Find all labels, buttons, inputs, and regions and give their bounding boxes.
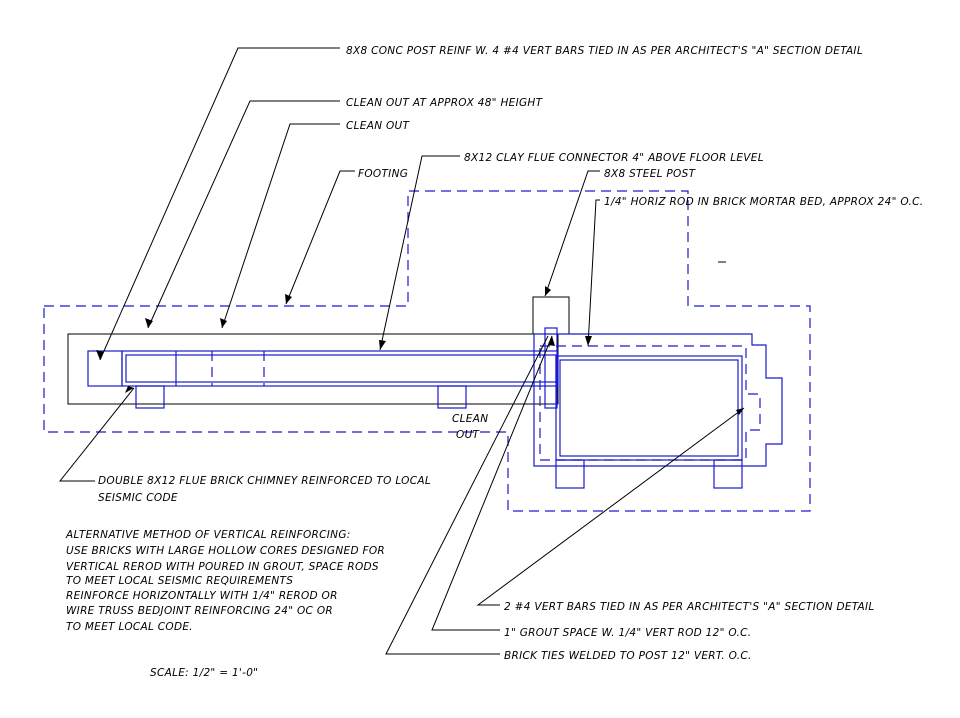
arrow-steel-post (545, 286, 551, 296)
arrow-post (96, 350, 104, 360)
leader-grout (431, 335, 553, 631)
arrow-cleanout48 (145, 318, 153, 328)
leader-footing (285, 170, 355, 305)
leader-flue (379, 155, 460, 351)
leader-horiz-rod (587, 199, 600, 347)
scale-label: SCALE: 1/2" = 1'-0" (150, 667, 258, 679)
left-cleanout (87, 350, 123, 387)
leader-ties (385, 335, 549, 655)
note-line-5: REINFORCE HORIZONTALLY WITH 1/4" REROD O… (66, 590, 338, 602)
arrow-grout (548, 336, 555, 346)
note-line-3: VERTICAL REROD WITH POURED IN GROUT, SPA… (66, 561, 379, 573)
cleanout-label: CLEAN OUT (346, 120, 411, 132)
right-flue-outer (555, 355, 743, 461)
post-label: 8X8 CONC POST REINF W. 4 #4 VERT BARS TI… (346, 45, 863, 57)
right-chimney-dashed (539, 345, 761, 461)
clean-label-1: CLEAN (452, 413, 488, 425)
leader-bars (476, 407, 745, 606)
grout-label: 1" GROUT SPACE W. 1/4" VERT ROD 12" O.C. (504, 627, 751, 639)
footing-label: FOOTING (358, 168, 408, 180)
cleanout-bump-1 (135, 385, 165, 409)
leader-cleanout (221, 123, 340, 329)
leader-cleanout48 (147, 100, 340, 329)
cleanout-bump-4 (713, 459, 743, 489)
note-line-1: ALTERNATIVE METHOD OF VERTICAL REINFORCI… (65, 529, 351, 541)
arrow-chimney (125, 386, 134, 393)
right-chimney-outline (533, 333, 783, 467)
chimney-label-1: DOUBLE 8X12 FLUE BRICK CHIMNEY REINFORCE… (98, 475, 431, 487)
cleanout48-label: CLEAN OUT AT APPROX 48" HEIGHT (346, 97, 544, 109)
note-line-7: TO MEET LOCAL CODE. (66, 621, 193, 633)
long-flue-outer (121, 350, 559, 387)
cleanout-bump-3 (555, 459, 585, 489)
chimney-label-2: SEISMIC CODE (98, 492, 178, 504)
arrow-cleanout (220, 318, 227, 328)
leader-chimney (58, 387, 135, 482)
chimney-body (67, 333, 559, 405)
right-flue-inner (559, 359, 739, 457)
cleanout-bump-2 (437, 385, 467, 409)
ties-label: BRICK TIES WELDED TO POST 12" VERT. O.C. (504, 650, 752, 662)
leader-post (99, 47, 340, 361)
arrow-horiz-rod (585, 336, 592, 346)
arrow-flue (379, 340, 386, 350)
arrow-bars (736, 408, 744, 415)
note-line-6: WIRE TRUSS BEDJOINT REINFORCING 24" OC O… (66, 605, 333, 617)
leader-steel-post (544, 170, 600, 297)
note-line-2: USE BRICKS WITH LARGE HOLLOW CORES DESIG… (66, 545, 385, 557)
note-line-4: TO MEET LOCAL SEISMIC REQUIREMENTS (66, 575, 293, 587)
flue-connector-label: 8X12 CLAY FLUE CONNECTOR 4" ABOVE FLOOR … (464, 152, 764, 164)
notes-block: ALTERNATIVE METHOD OF VERTICAL REINFORCI… (65, 529, 385, 633)
horiz-rod-label: 1/4" HORIZ ROD IN BRICK MORTAR BED, APPR… (604, 196, 923, 208)
bars-label: 2 #4 VERT BARS TIED IN AS PER ARCHITECT'… (504, 601, 875, 613)
long-flue-inner (125, 354, 557, 383)
arrow-footing (285, 294, 292, 304)
steel-post-label: 8X8 STEEL POST (604, 168, 697, 180)
clean-label-2: OUT (456, 429, 481, 441)
steel-post (544, 327, 558, 409)
